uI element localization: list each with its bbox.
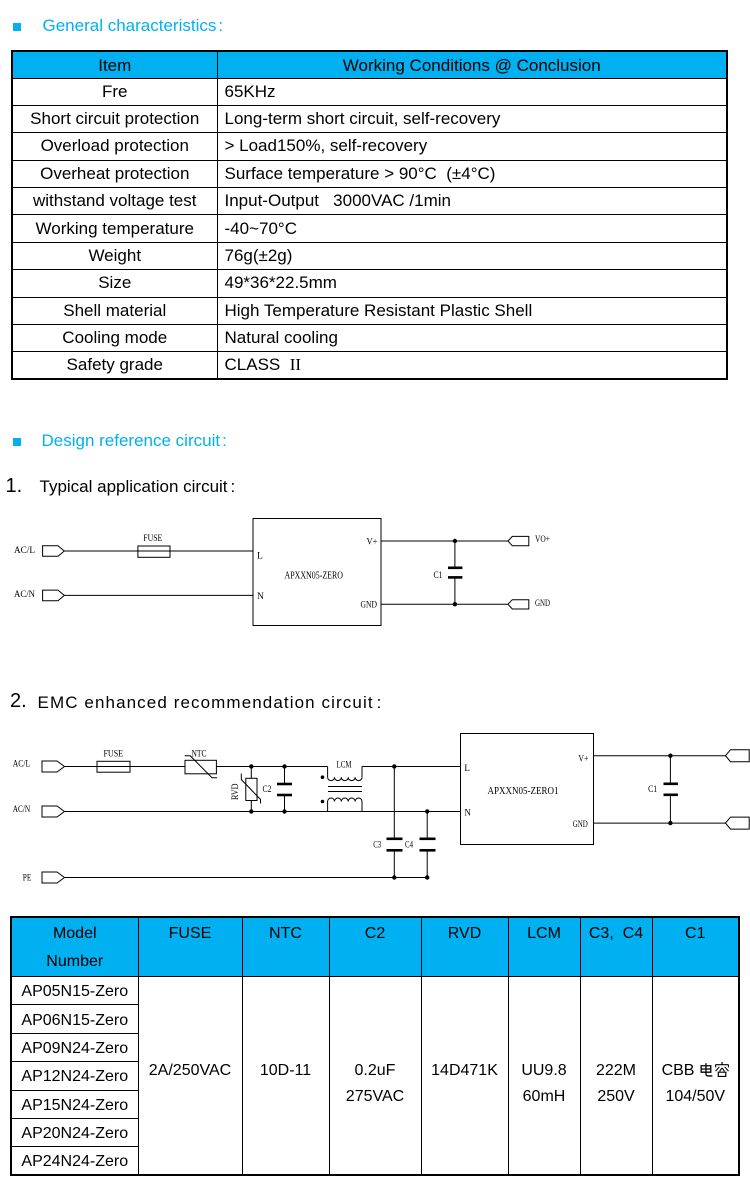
svg-text:C3: C3 — [373, 839, 381, 849]
svg-text:PE: PE — [23, 873, 32, 883]
svg-text:AC/L: AC/L — [13, 758, 31, 768]
svg-text:VO+: VO+ — [535, 535, 550, 545]
svg-text:C1: C1 — [434, 571, 443, 581]
svg-text:C4: C4 — [405, 839, 413, 849]
svg-text:L: L — [464, 763, 470, 773]
svg-text:AC/N: AC/N — [14, 590, 35, 600]
svg-text:GND: GND — [535, 599, 550, 609]
svg-text:RVD: RVD — [230, 783, 240, 800]
svg-text:FUSE: FUSE — [143, 533, 162, 543]
svg-text:GND: GND — [573, 819, 588, 829]
svg-text:V+: V+ — [367, 538, 378, 548]
svg-text:NTC: NTC — [192, 748, 207, 758]
svg-text:V+: V+ — [578, 754, 588, 764]
svg-text:C1: C1 — [648, 784, 657, 794]
svg-text:C2: C2 — [263, 784, 272, 794]
svg-text:AC/N: AC/N — [13, 804, 31, 814]
svg-text:LCM: LCM — [337, 759, 352, 769]
svg-text:APXXN05-ZERO: APXXN05-ZERO — [285, 571, 344, 582]
svg-text:APXXN05-ZERO1: APXXN05-ZERO1 — [488, 786, 559, 797]
svg-text:N: N — [257, 592, 264, 602]
svg-text:GND: GND — [361, 601, 378, 611]
svg-text:AC/L: AC/L — [14, 546, 35, 556]
svg-text:FUSE: FUSE — [104, 749, 124, 759]
svg-text:L: L — [257, 552, 263, 562]
svg-text:N: N — [464, 808, 471, 818]
